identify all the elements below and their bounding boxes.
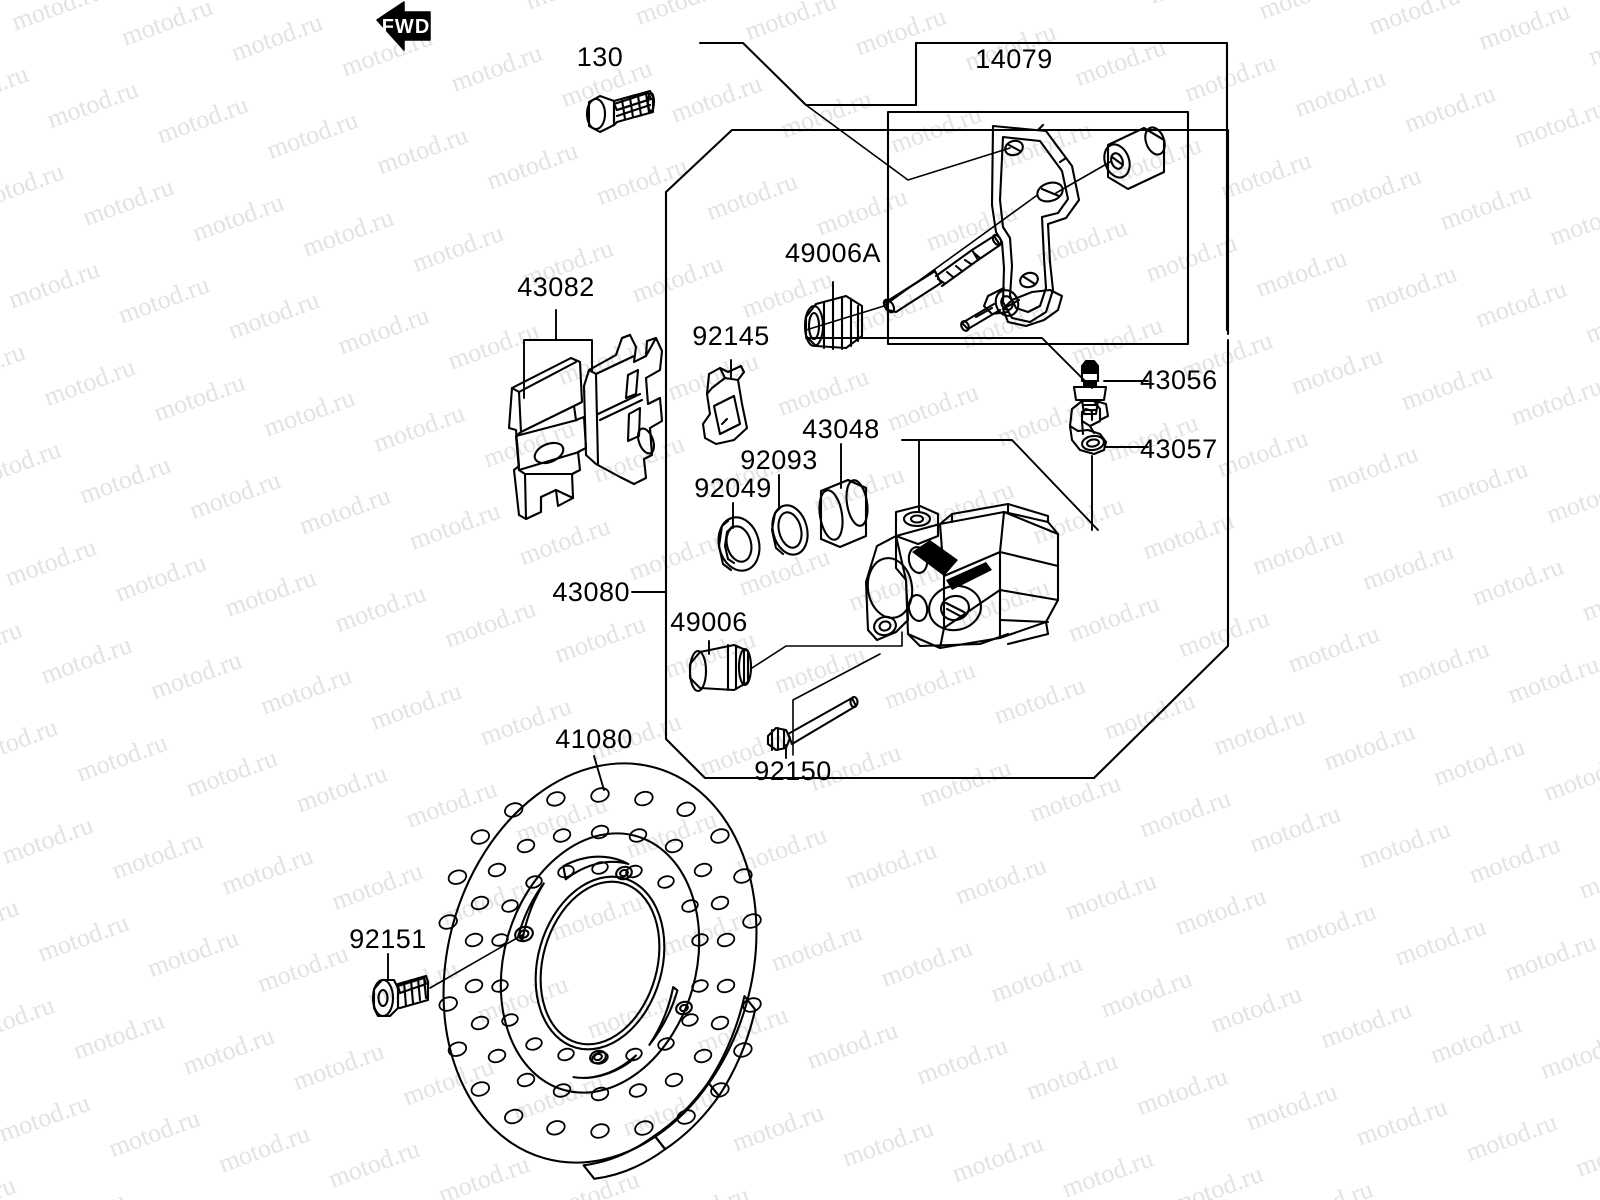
callout-labels: 130 14079 43082 92145 49006A 43056 43057… [349,42,1217,954]
callout-43048[interactable]: 43048 [802,414,880,444]
brake-disc-part [438,762,762,1180]
flange-bolt-part [585,89,656,134]
callout-41080[interactable]: 41080 [555,724,633,754]
leader-bracket-pin [883,195,1037,307]
bleed-valve-cap-part [1068,399,1110,456]
piston-seal-part [770,504,809,556]
torque-link-bracket-part [960,123,1081,332]
callout-43082[interactable]: 43082 [517,272,595,302]
bleed-valve-part [1072,359,1108,416]
callout-49006[interactable]: 49006 [670,607,748,637]
group-box-43080 [664,128,1230,780]
leader-49006A-pin [805,305,885,331]
pad-spring-clip-part [701,364,749,446]
callout-49006A[interactable]: 49006A [785,238,881,268]
leader-92151-disc [429,933,525,989]
caliper-body-part [864,502,1060,650]
leader-bushing [1055,161,1111,194]
group-inner-line-lower [901,439,1099,531]
callout-92150[interactable]: 92150 [754,756,832,786]
leader-92150-caliper [792,653,881,756]
slide-pin-boot-a-part [803,294,864,351]
leader-41080 [593,755,605,791]
callout-43057[interactable]: 43057 [1140,434,1218,464]
bracket-bushing-part [1103,126,1166,191]
leader-14079-bracket [805,104,1011,181]
callout-92145[interactable]: 92145 [692,321,770,351]
slide-pin-boot-part [688,643,753,693]
callout-92151[interactable]: 92151 [349,924,427,954]
leader-43082-right [555,339,593,373]
leader-49006-caliper [751,631,903,669]
caliper-piston-part [818,478,869,549]
leader-43082-left [523,339,557,399]
caliper-slide-bolt-part [766,695,859,752]
fwd-arrow-icon [376,1,431,51]
callout-92093[interactable]: 92093 [740,445,818,475]
brake-pad-outer-part [507,356,588,521]
dust-seal-part [717,516,761,572]
callout-92049[interactable]: 92049 [694,473,772,503]
disc-mounting-bolt-part [371,974,430,1018]
detail-box-14079 [886,110,1190,346]
group-inner-line-upper [805,337,1093,389]
callout-43056[interactable]: 43056 [1140,365,1218,395]
callout-130[interactable]: 130 [577,42,624,72]
callout-14079[interactable]: 14079 [975,44,1053,74]
group-box-14079 [698,41,1229,332]
fwd-label: FWD [382,16,431,38]
callout-43080[interactable]: 43080 [552,577,630,607]
brake-pad-inner-part [582,333,664,486]
